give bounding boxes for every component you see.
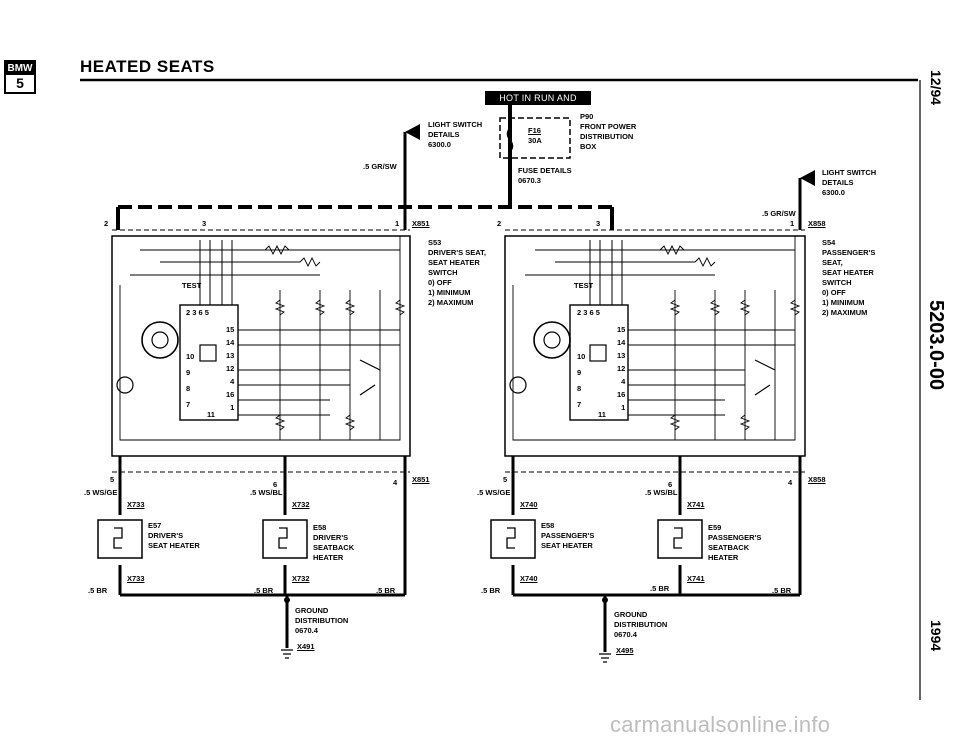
left-switch-module (111, 229, 411, 473)
left-connector-bottom: X851 (412, 475, 430, 484)
left-wire-a: .5 WS/GE (84, 488, 118, 497)
right-br-c: .5 BR (772, 586, 792, 595)
right-br-b: .5 BR (650, 584, 670, 593)
left-pin-top-right: 1 (395, 219, 400, 228)
logo-bottom: 5 (16, 75, 24, 91)
right-connector-bottom: X858 (808, 475, 826, 484)
right-x-a-low: X740 (520, 574, 538, 583)
hot-in-run-banner: HOT IN RUN AND START (485, 91, 591, 117)
right-x-b-low: X741 (687, 574, 705, 583)
left-wire-top: .5 GR/SW (363, 162, 397, 171)
right-wire-b: .5 WS/BL (645, 488, 678, 497)
left-light-switch-arrow (405, 124, 420, 140)
left-ground-x: X491 (297, 642, 315, 651)
right-pin-top-left: 2 (497, 219, 502, 228)
right-ic-top-pins: 2 3 6 5 (577, 308, 600, 317)
right-wire-a: .5 WS/GE (477, 488, 511, 497)
right-ground-x: X495 (616, 646, 634, 655)
right-bottom-pin-mid: 6 (668, 480, 673, 489)
side-date: 12/94 (928, 70, 944, 106)
left-test-label: TEST (182, 281, 202, 290)
left-x-a-low: X733 (127, 574, 145, 583)
left-br-a: .5 BR (88, 586, 108, 595)
left-bottom-pin-right: 4 (393, 478, 398, 487)
right-test-label: TEST (574, 281, 594, 290)
left-x-b: X732 (292, 500, 310, 509)
right-ic-bottom-pin: 11 (598, 410, 606, 419)
left-br-b: .5 BR (254, 586, 274, 595)
left-bottom-pin-left: 5 (110, 475, 115, 484)
page-title: HEATED SEATS (80, 57, 215, 76)
right-x-b: X741 (687, 500, 705, 509)
left-connector-top: X851 (412, 219, 430, 228)
right-bottom-pin-right: 4 (788, 478, 793, 487)
fuse-symbol (506, 127, 514, 153)
right-pin-top-right: 1 (790, 219, 795, 228)
left-br-c: .5 BR (376, 586, 396, 595)
left-ic-top-pins: 2 3 6 5 (186, 308, 209, 317)
left-wire-b: .5 WS/BL (250, 488, 283, 497)
right-connector-top: X858 (808, 219, 826, 228)
right-x-a: X740 (520, 500, 538, 509)
right-switch-module (504, 229, 806, 473)
left-x-a: X733 (127, 500, 145, 509)
right-wire-top: .5 GR/SW (762, 209, 796, 218)
bmw-logo: BMW 5 (4, 60, 36, 94)
right-pin-top-mid: 3 (596, 219, 601, 228)
left-pin-top-left: 2 (104, 219, 109, 228)
right-light-switch-arrow (800, 170, 815, 186)
left-pin-top-mid: 3 (202, 219, 207, 228)
fuse-box-outline (499, 117, 571, 159)
right-lower-wiring (490, 456, 802, 663)
left-ic-bottom-pin: 11 (207, 410, 215, 419)
left-bottom-pin-mid: 6 (273, 480, 278, 489)
side-year: 1994 (928, 620, 944, 652)
right-br-a: .5 BR (481, 586, 501, 595)
left-lower-wiring (97, 456, 407, 659)
side-code: 5203.0-00 (925, 300, 947, 391)
watermark: carmanualsonline.info (610, 712, 831, 737)
right-bottom-pin-left: 5 (503, 475, 508, 484)
logo-top: BMW (6, 62, 34, 75)
left-x-b-low: X732 (292, 574, 310, 583)
